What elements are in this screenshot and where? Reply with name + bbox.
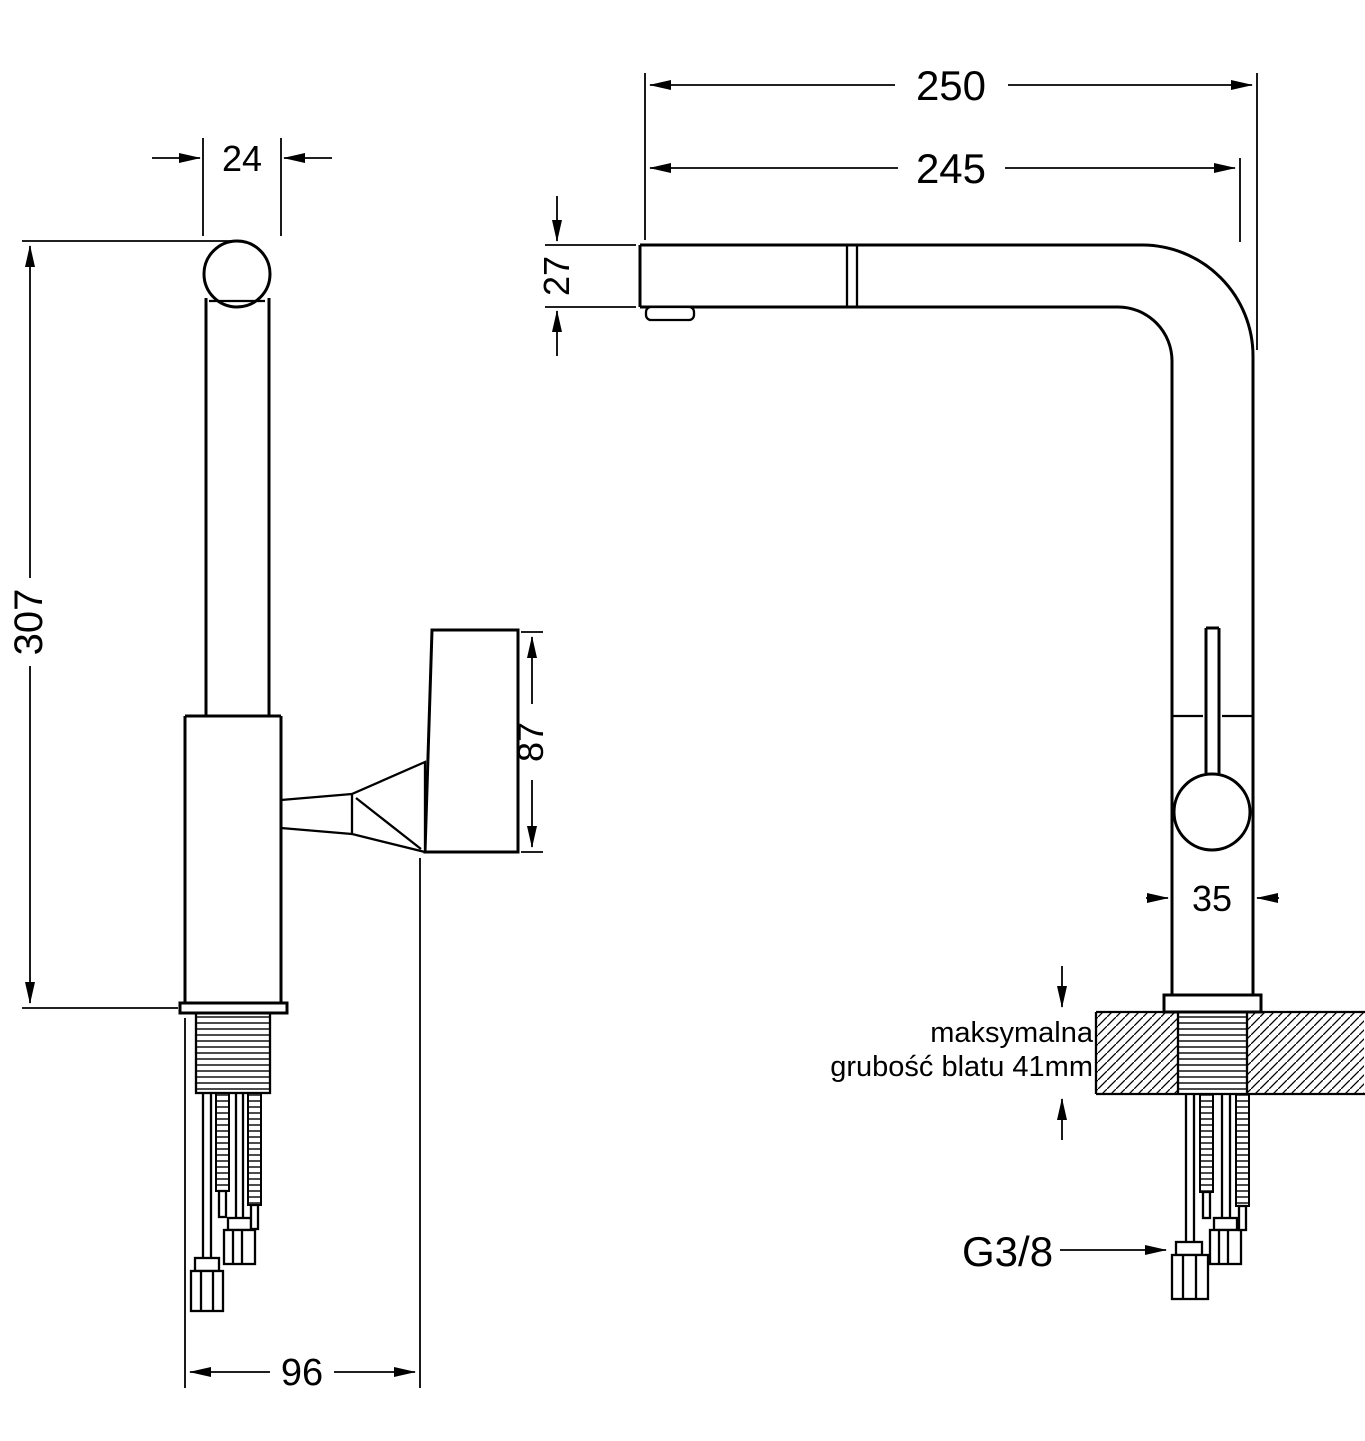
front-mounting-hardware — [1170, 1093, 1250, 1301]
dim-label-total-reach: 250 — [916, 62, 986, 109]
dim-label-base-depth: 96 — [281, 1352, 323, 1394]
dim-spout-width: 24 — [152, 138, 332, 236]
dim-base-depth: 96 — [184, 858, 421, 1394]
front-thread-shank — [1178, 1013, 1247, 1093]
aerator — [644, 305, 696, 322]
dim-label-handle-height: 87 — [510, 722, 551, 762]
dim-label-spout-height: 27 — [536, 256, 577, 296]
dim-body-diameter: 35 — [1146, 878, 1279, 919]
dim-total-height: 307 — [7, 240, 234, 1009]
side-body-outline — [178, 714, 289, 1015]
dim-label-spout-width: 24 — [222, 138, 262, 179]
countertop-hatch-left — [1097, 1013, 1177, 1093]
dim-spout-reach: 245 — [649, 145, 1241, 242]
dim-total-reach: 250 — [644, 62, 1258, 350]
thread-size-label: G3/8 — [962, 1228, 1167, 1275]
countertop — [1094, 1010, 1365, 1096]
side-base-flange — [178, 1001, 289, 1015]
front-view: 250 245 27 35 maksymalna grub — [536, 62, 1365, 1301]
pullout-joint — [845, 245, 859, 307]
side-spout-outline — [202, 239, 272, 716]
side-handle — [280, 628, 520, 854]
counter-thickness-note: maksymalna grubość blatu 41mm — [830, 966, 1094, 1140]
front-spout-outline — [638, 243, 1255, 995]
side-mounting-hardware — [189, 1092, 262, 1313]
dim-label-total-height: 307 — [7, 589, 51, 656]
dim-handle-height: 87 — [510, 631, 551, 853]
g38-nut — [1170, 1253, 1210, 1301]
dim-label-spout-reach: 245 — [916, 145, 986, 192]
handle-ball — [1172, 772, 1252, 852]
dim-label-body-diameter: 35 — [1192, 878, 1232, 919]
side-thread-shank — [194, 1011, 272, 1095]
lever-rod — [1172, 626, 1252, 852]
thread-size-text: G3/8 — [962, 1228, 1053, 1275]
counter-note-line2: grubość blatu 41mm — [830, 1051, 1093, 1083]
counter-note-line1: maksymalna — [930, 1017, 1094, 1049]
side-view: 24 307 87 96 — [7, 138, 551, 1394]
dim-spout-height: 27 — [536, 196, 636, 356]
countertop-hatch-right — [1248, 1013, 1364, 1093]
front-base-flange — [1162, 993, 1263, 1014]
